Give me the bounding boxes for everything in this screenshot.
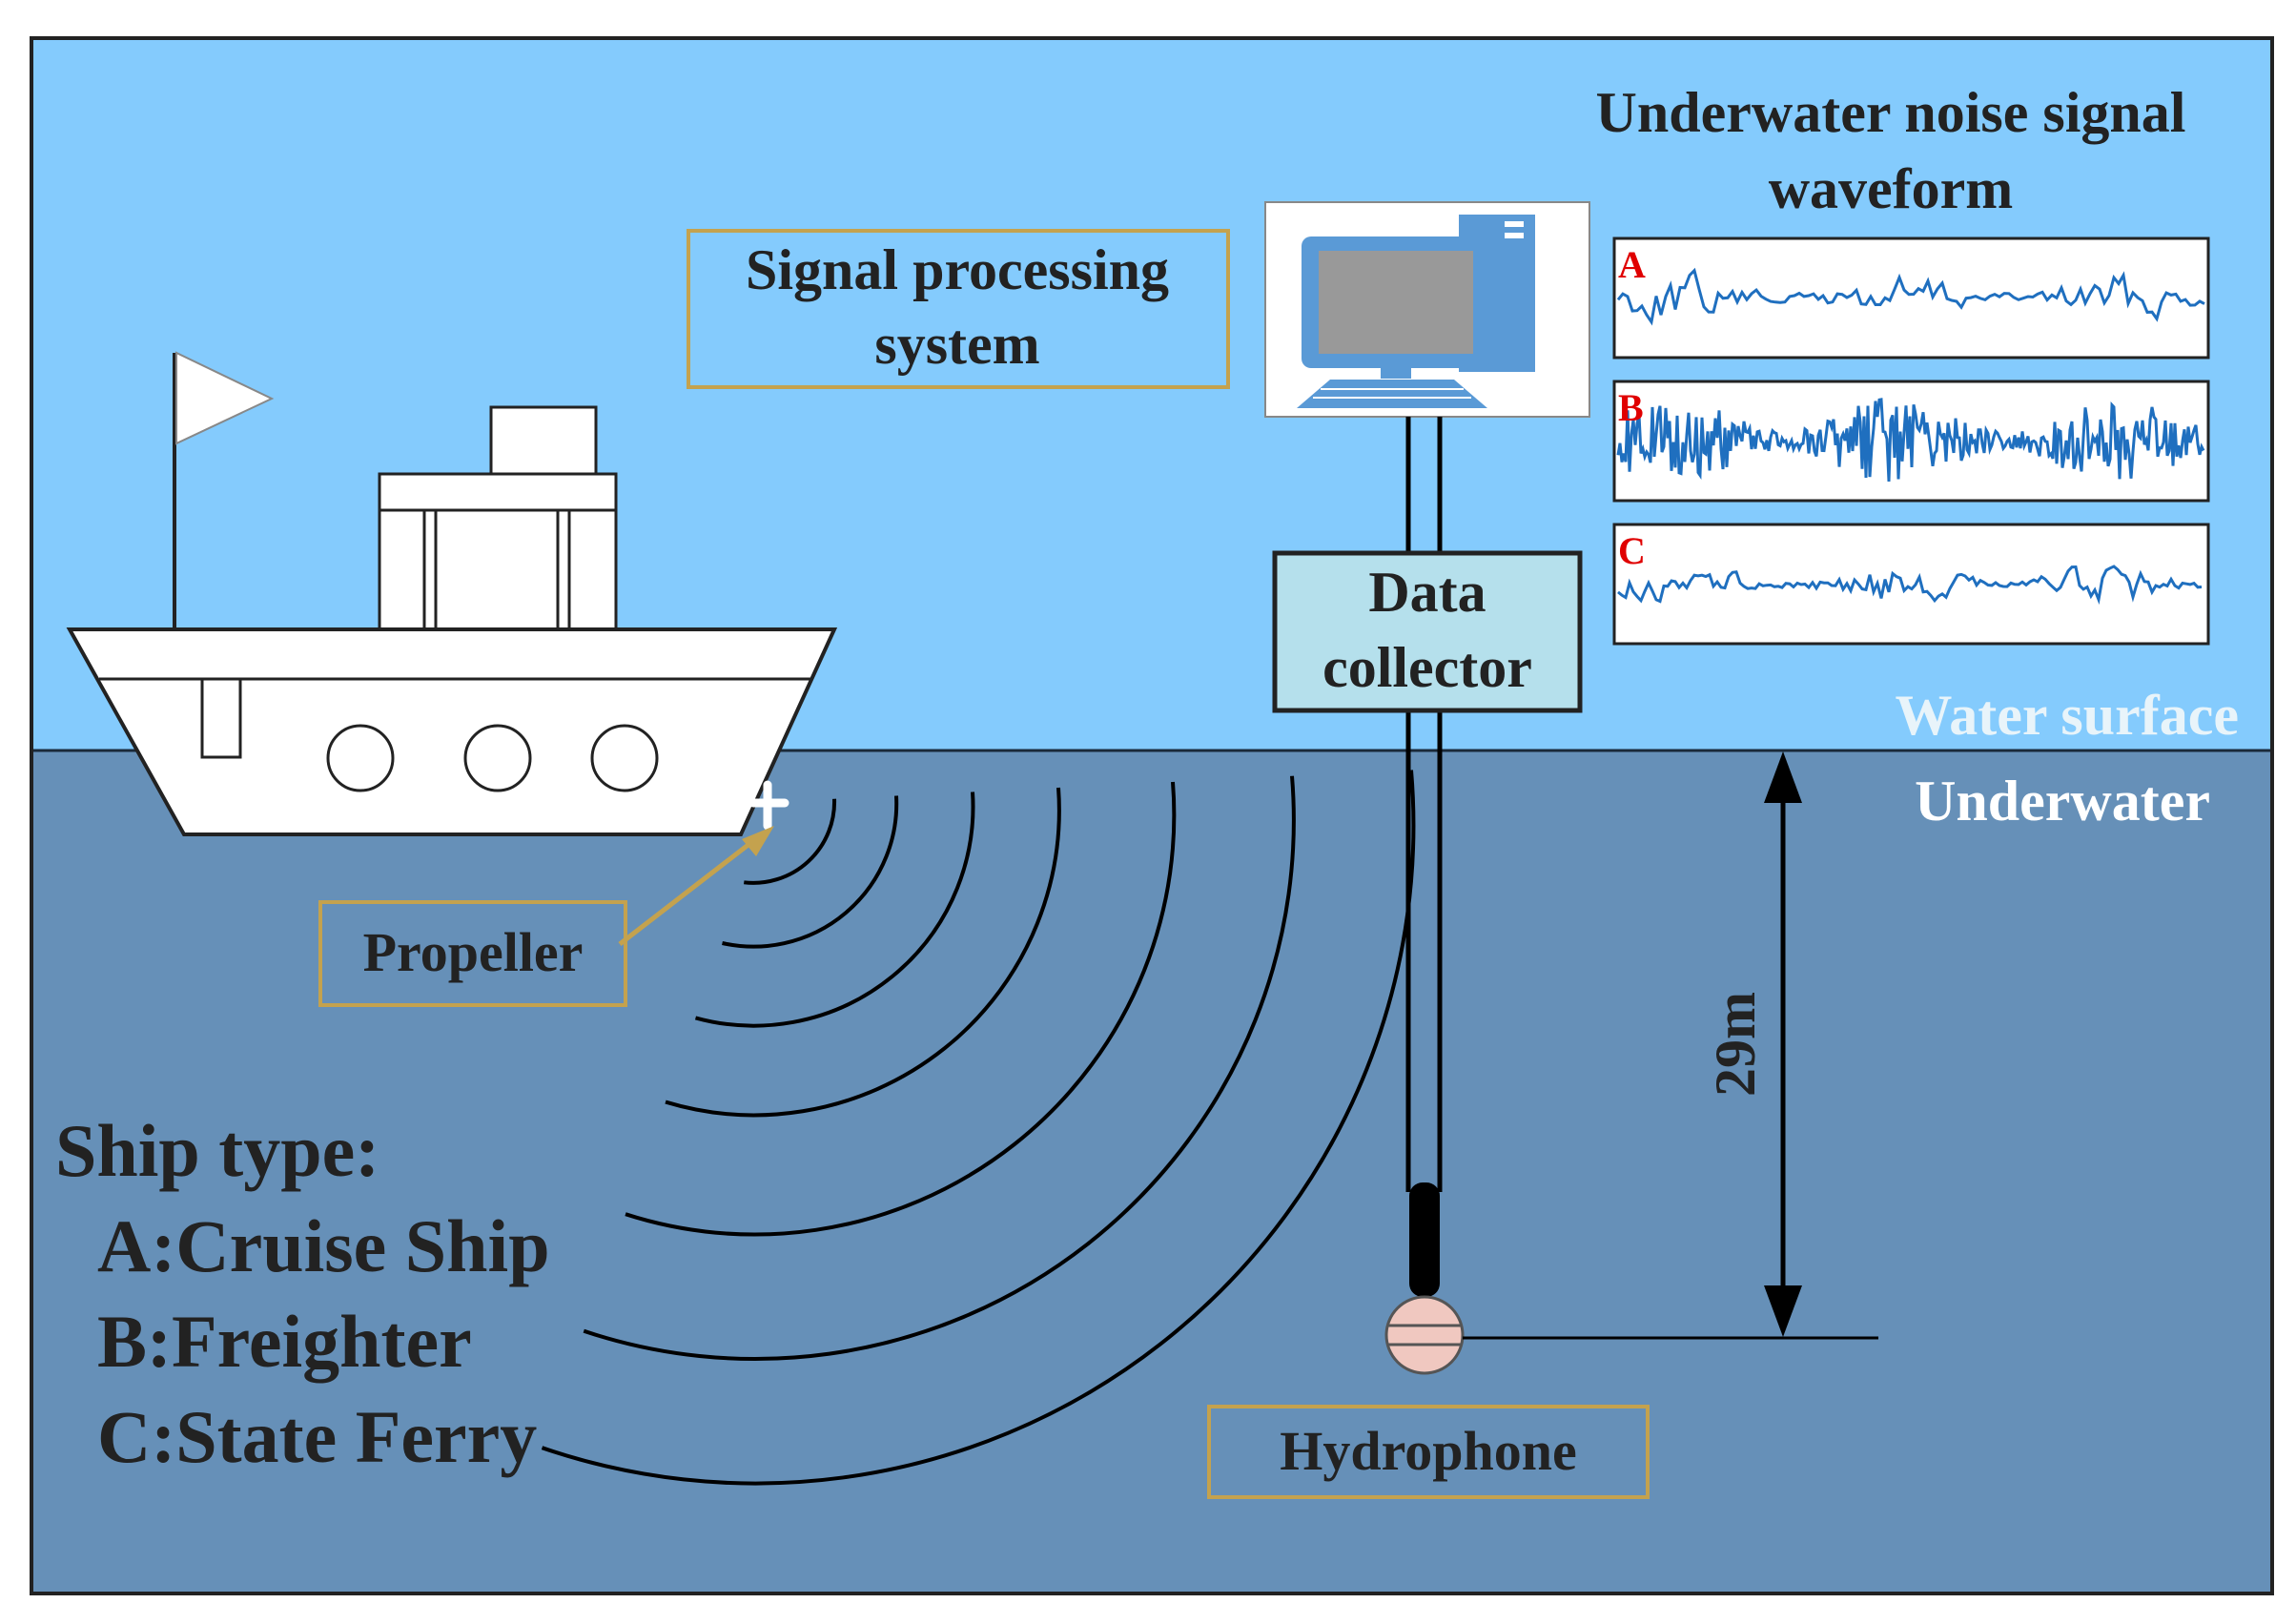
waveform-b-letter: B	[1618, 386, 1644, 429]
sound-wave-arc	[665, 787, 1061, 1118]
propeller-label: Propeller	[363, 921, 584, 983]
computer-screen	[1319, 251, 1473, 354]
porthole-2	[463, 724, 532, 792]
propeller-arrow	[618, 835, 760, 946]
sound-wave-arc	[541, 770, 1416, 1486]
depth-arrow-head-top	[1764, 751, 1802, 803]
waveform-a-letter: A	[1618, 243, 1646, 286]
ship-cabin	[378, 472, 618, 631]
waveform-title-line1: Underwater noise signal	[1596, 81, 2186, 144]
underwater-label: Underwater	[1915, 770, 2210, 833]
diagram-frame	[30, 36, 2274, 1595]
hydrophone-icon	[1384, 1182, 1465, 1375]
data-collector-label-line2: collector	[1322, 636, 1532, 699]
waveform-b-line	[1616, 398, 2205, 482]
computer-icon	[1264, 201, 1590, 418]
propeller-icon	[748, 780, 789, 831]
ship-type-item-c: C:State Ferry	[97, 1395, 537, 1478]
hydrophone-label: Hydrophone	[1280, 1420, 1577, 1482]
sound-wave-arc	[744, 798, 837, 885]
signal-processing-label-line2: system	[874, 313, 1039, 376]
sound-wave-arc	[583, 775, 1296, 1361]
waveform-c-line	[1617, 565, 2203, 606]
signal-processing-box	[687, 229, 1230, 389]
cable	[1405, 417, 1443, 1192]
ship-type-item-b: B:Freighter	[97, 1300, 472, 1383]
ship-hull	[66, 627, 838, 836]
waveform-panel-a: A	[1612, 236, 2210, 360]
signal-processing-label-line1: Signal processing	[746, 238, 1169, 301]
depth-arrow-head-bottom	[1764, 1285, 1802, 1337]
waveform-panel-b: B	[1612, 380, 2210, 503]
waveform-panel-c: C	[1612, 523, 2210, 646]
hydrophone-label-box	[1207, 1405, 1650, 1499]
ship-type-heading: Ship type:	[55, 1109, 379, 1192]
data-collector-box	[1272, 550, 1583, 713]
water-surface-label: Water surface	[1896, 684, 2239, 747]
sound-waves	[541, 770, 1416, 1486]
flag	[175, 351, 275, 445]
ship-door	[200, 677, 242, 759]
sound-wave-arc	[722, 795, 899, 949]
waveform-c-letter: C	[1618, 529, 1646, 572]
porthole-3	[590, 724, 659, 792]
propeller-label-box	[318, 900, 627, 1007]
depth-label: 29m	[1704, 992, 1767, 1097]
ship-chimney	[489, 405, 598, 476]
ship	[66, 351, 838, 836]
ship-type-item-a: A:Cruise Ship	[97, 1204, 550, 1287]
porthole-1	[326, 724, 395, 792]
sound-wave-arc	[694, 791, 975, 1028]
data-collector-label-line1: Data	[1368, 561, 1486, 624]
propeller-arrow-head	[742, 826, 774, 856]
waveform-title-line2: waveform	[1769, 157, 2014, 220]
waveform-a-line	[1616, 267, 2205, 326]
water-region	[31, 750, 2272, 1593]
computer-keyboard	[1297, 380, 1487, 408]
sound-wave-arc	[625, 781, 1177, 1237]
